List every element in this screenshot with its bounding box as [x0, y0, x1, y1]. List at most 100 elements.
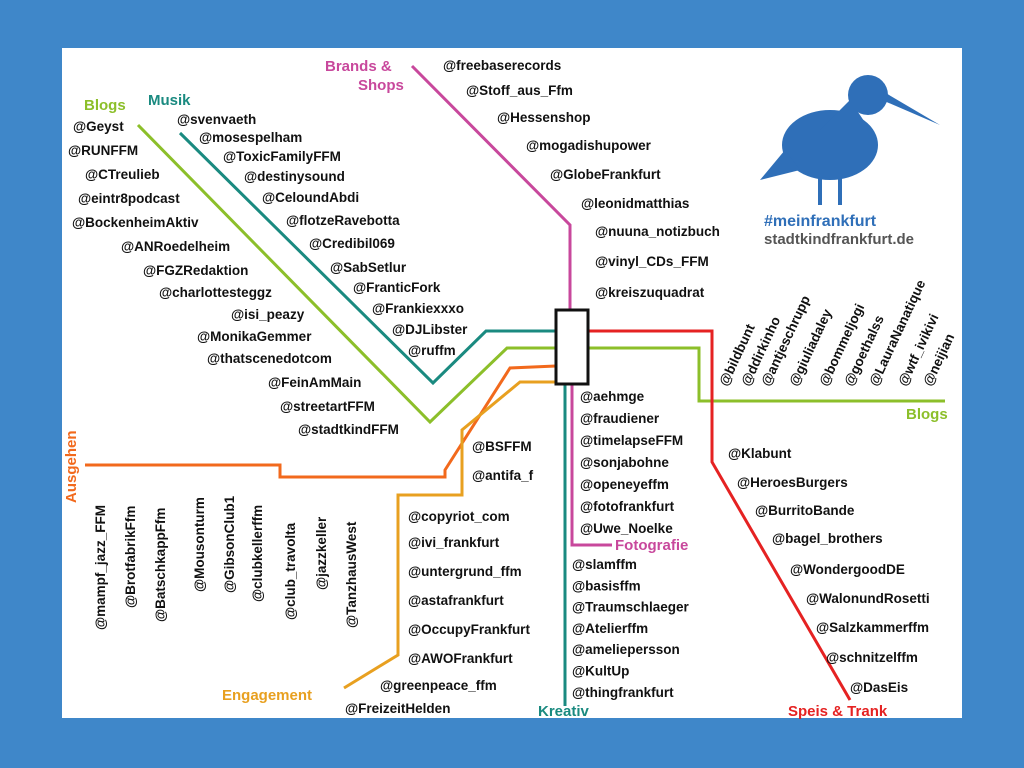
- logo-site: stadtkindfrankfurt.de: [764, 231, 914, 248]
- handle-fotografie[interactable]: @aehmge: [580, 389, 645, 404]
- handle-kreativ[interactable]: @thingfrankfurt: [572, 685, 674, 700]
- line-label-blogs-right: Blogs: [906, 406, 948, 423]
- line-label-kreativ: Kreativ: [538, 703, 590, 720]
- line-label-fotografie: Fotografie: [615, 537, 688, 554]
- handle-brands[interactable]: @Hessenshop: [497, 110, 590, 125]
- handle-fotografie[interactable]: @fraudiener: [580, 411, 660, 426]
- handle-ausgehen[interactable]: @clubkellerffm: [250, 505, 265, 602]
- handle-blogs_left[interactable]: @eintr8podcast: [78, 191, 180, 206]
- logo-hashtag: #meinfrankfurt: [764, 213, 877, 230]
- handle-speis[interactable]: @HeroesBurgers: [737, 475, 848, 490]
- handle-musik[interactable]: @FranticFork: [353, 280, 441, 295]
- route-fotografie: [570, 384, 612, 547]
- handle-ausgehen[interactable]: @BrotfabrikFfm: [123, 506, 138, 608]
- handle-brands[interactable]: @Stoff_aus_Ffm: [466, 83, 573, 98]
- handle-brands[interactable]: @GlobeFrankfurt: [550, 167, 661, 182]
- handle-engagement[interactable]: @untergrund_ffm: [408, 564, 522, 579]
- handle-ausgehen[interactable]: @TanzhausWest: [344, 521, 359, 628]
- handle-musik[interactable]: @ruffm: [408, 343, 456, 358]
- handle-blogs_left[interactable]: @isi_peazy: [231, 307, 305, 322]
- handle-kreativ[interactable]: @basisffm: [572, 578, 641, 593]
- handle-brands[interactable]: @nuuna_notizbuch: [595, 224, 720, 239]
- line-label-engagement: Engagement: [222, 687, 312, 704]
- handle-speis[interactable]: @WondergoodDE: [790, 562, 905, 577]
- handle-fotografie[interactable]: @sonjabohne: [580, 455, 669, 470]
- handle-engagement[interactable]: @copyriot_com: [408, 509, 510, 524]
- line-label-blogs-left: Blogs: [84, 97, 126, 114]
- handle-musik[interactable]: @DJLibster: [392, 322, 468, 337]
- handle-speis[interactable]: @Salzkammerffm: [816, 620, 929, 635]
- route-speis: [588, 329, 852, 701]
- handle-engagement[interactable]: @AWOFrankfurt: [408, 651, 513, 666]
- route-engagement: [343, 380, 556, 690]
- handle-brands[interactable]: @vinyl_CDs_FFM: [595, 254, 709, 269]
- handle-fotografie[interactable]: @timelapseFFM: [580, 433, 683, 448]
- handle-ausgehen[interactable]: @mampf_jazz_FFM: [93, 505, 108, 630]
- logo: #meinfrankfurt stadtkindfrankfurt.de: [760, 75, 940, 248]
- handle-blogs_left[interactable]: @Geyst: [73, 119, 124, 134]
- handle-blogs_left[interactable]: @FGZRedaktion: [143, 263, 248, 278]
- handle-blogs_left[interactable]: @FeinAmMain: [268, 375, 361, 390]
- route-musik: [178, 131, 556, 386]
- handle-kreativ[interactable]: @slamffm: [572, 557, 637, 572]
- handle-blogs_left[interactable]: @stadtkindFFM: [298, 422, 399, 437]
- handle-speis[interactable]: @Klabunt: [728, 446, 792, 461]
- handle-brands[interactable]: @freebaserecords: [443, 58, 561, 73]
- handle-blogs_left[interactable]: @thatscenedotcom: [207, 351, 332, 366]
- handle-blogs_left[interactable]: @ANRoedelheim: [121, 239, 230, 254]
- handle-blogs_left[interactable]: @BockenheimAktiv: [72, 215, 199, 230]
- handle-fotografie[interactable]: @openeyeffm: [580, 477, 669, 492]
- handle-musik[interactable]: @svenvaeth: [177, 112, 256, 127]
- line-label-shops: Shops: [358, 77, 404, 94]
- handle-musik[interactable]: @Frankiexxxo: [372, 301, 464, 316]
- handle-ausgehen[interactable]: @club_travolta: [283, 522, 298, 620]
- route-ausgehen: [85, 364, 557, 479]
- line-label-speis: Speis & Trank: [788, 703, 888, 720]
- handle-musik[interactable]: @destinysound: [244, 169, 345, 184]
- handle-fotografie[interactable]: @fotofrankfurt: [580, 499, 675, 514]
- handle-speis[interactable]: @schnitzelffm: [826, 650, 918, 665]
- handle-engagement[interactable]: @FreizeitHelden: [345, 701, 450, 716]
- handle-brands[interactable]: @kreiszuquadrat: [595, 285, 705, 300]
- handle-ausgehen[interactable]: @GibsonClub1: [222, 495, 237, 593]
- handle-musik[interactable]: @ToxicFamilyFFM: [223, 149, 341, 164]
- handle-blogs_left[interactable]: @charlottesteggz: [159, 285, 272, 300]
- handle-musik[interactable]: @flotzeRavebotta: [286, 213, 400, 228]
- handle-engagement[interactable]: @antifa_f: [472, 468, 534, 483]
- handle-engagement[interactable]: @greenpeace_ffm: [380, 678, 497, 693]
- handle-speis[interactable]: @bagel_brothers: [772, 531, 883, 546]
- handle-kreativ[interactable]: @KultUp: [572, 664, 629, 679]
- route-blogs-right: [588, 346, 945, 403]
- handle-blogs_left[interactable]: @CTreulieb: [85, 167, 160, 182]
- handle-brands[interactable]: @mogadishupower: [526, 138, 652, 153]
- handle-musik[interactable]: @CeloundAbdi: [262, 190, 359, 205]
- handle-kreativ[interactable]: @Atelierffm: [572, 621, 648, 636]
- handle-ausgehen[interactable]: @Mousonturm: [192, 497, 207, 592]
- handle-kreativ[interactable]: @ameliepersson: [572, 642, 680, 657]
- handle-musik[interactable]: @SabSetlur: [330, 260, 407, 275]
- handle-engagement[interactable]: @BSFFM: [472, 439, 532, 454]
- line-label-ausgehen: Ausgehen: [63, 430, 80, 503]
- central-station[interactable]: [554, 308, 590, 386]
- handle-speis[interactable]: @BurritoBande: [755, 503, 855, 518]
- handle-speis[interactable]: @WalonundRosetti: [806, 591, 930, 606]
- handle-kreativ[interactable]: @Traumschlaeger: [572, 600, 689, 615]
- handle-musik[interactable]: @mosespelham: [199, 130, 302, 145]
- handle-musik[interactable]: @Credibil069: [309, 236, 395, 251]
- handle-engagement[interactable]: @astafrankfurt: [408, 593, 504, 608]
- handle-fotografie[interactable]: @Uwe_Noelke: [580, 521, 673, 536]
- handle-speis[interactable]: @DasEis: [850, 680, 908, 695]
- route-brands: [410, 64, 572, 310]
- handle-blogs_left[interactable]: @RUNFFM: [68, 143, 138, 158]
- handle-engagement[interactable]: @ivi_frankfurt: [408, 535, 500, 550]
- route-blogs-left: [136, 123, 556, 425]
- handle-ausgehen[interactable]: @BatschkappFfm: [153, 508, 168, 622]
- handle-blogs_left[interactable]: @MonikaGemmer: [197, 329, 312, 344]
- line-label-brands: Brands &: [325, 58, 392, 75]
- bird-icon: [760, 75, 940, 205]
- handle-engagement[interactable]: @OccupyFrankfurt: [408, 622, 530, 637]
- handle-ausgehen[interactable]: @jazzkeller: [314, 516, 329, 590]
- handle-blogs_left[interactable]: @streetartFFM: [280, 399, 375, 414]
- handle-brands[interactable]: @leonidmatthias: [581, 196, 689, 211]
